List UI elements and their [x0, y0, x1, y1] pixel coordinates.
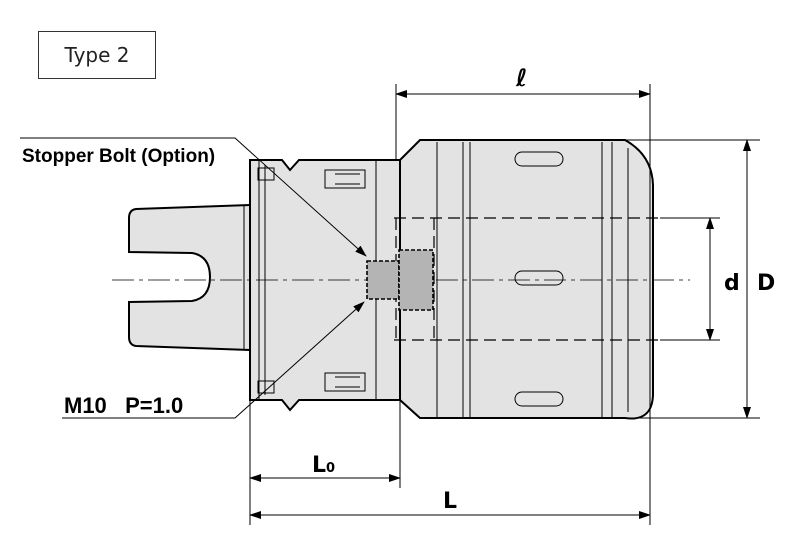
dim-L0-label: L0 [312, 453, 335, 478]
dim-l-label: ℓ [515, 64, 527, 92]
stopper-bolt-label: Stopper Bolt (Option) [22, 146, 215, 167]
leaders [20, 137, 367, 419]
collet-slot-bottom [514, 391, 564, 407]
type-label-box: Type 2 [38, 31, 156, 79]
thread-leader [62, 301, 365, 419]
stopper-bolt [366, 249, 434, 311]
dim-D-label: D [757, 271, 775, 296]
thread-label: M10 P=1.0 [64, 393, 183, 418]
dim-d-label: d [724, 271, 740, 296]
dim-L-label: L [443, 489, 457, 514]
dimension-lines [249, 84, 760, 525]
fork-tang [128, 204, 251, 351]
stopper-leader [20, 137, 367, 257]
collet-slot-top [514, 151, 564, 167]
type-label: Type 2 [64, 43, 130, 67]
collet-slot-mid [514, 270, 564, 286]
collet-body [399, 139, 654, 420]
